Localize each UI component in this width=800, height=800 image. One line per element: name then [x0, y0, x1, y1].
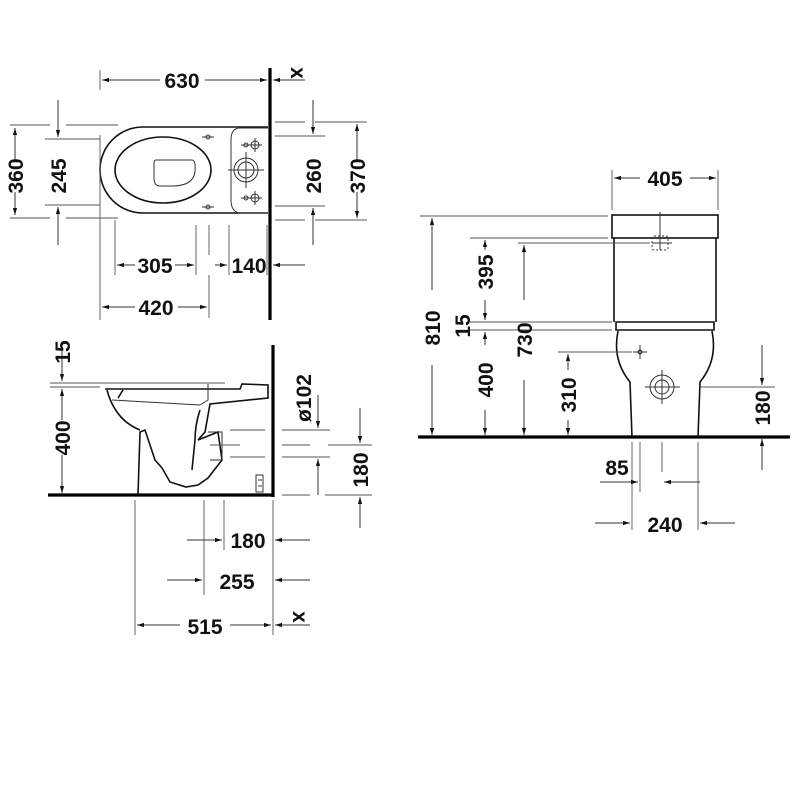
tank-lid	[611, 214, 719, 239]
dim-305: 305	[137, 255, 172, 278]
trap-inner	[191, 409, 201, 471]
dim-370: 370	[347, 158, 370, 193]
front-view: 405 810 395 15 400 730 310 180 85 240	[418, 168, 790, 537]
dim-wall-gap-top: x	[286, 67, 309, 79]
dim-15-side: 15	[52, 340, 75, 364]
dim-515: 515	[187, 616, 222, 639]
dim-395: 395	[475, 254, 498, 289]
outlet-spigot	[208, 431, 223, 461]
seat-opening	[114, 136, 212, 204]
dim-810: 810	[422, 310, 445, 345]
side-view: 15 400 ø102 180 180 255 515 x	[48, 340, 373, 639]
dim-360: 360	[5, 158, 28, 193]
tank-body	[613, 238, 717, 322]
dim-140: 140	[231, 255, 266, 278]
dim-405: 405	[647, 168, 682, 191]
dim-420: 420	[138, 297, 173, 320]
fixing-bracket	[255, 474, 264, 493]
dim-15-front: 15	[452, 314, 475, 338]
dim-180-outlet-height: 180	[350, 452, 373, 487]
bowl-outlet	[153, 159, 196, 187]
dim-180-front: 180	[752, 390, 775, 425]
dim-310: 310	[558, 377, 581, 412]
dim-240: 240	[647, 514, 682, 537]
dim-180-outlet-wall: 180	[230, 530, 265, 553]
seat-edge	[615, 321, 715, 331]
dim-400-side: 400	[52, 420, 75, 455]
top-view: 630 x 360 245 260 370 305 140 420	[5, 67, 370, 320]
dim-85: 85	[605, 457, 629, 480]
dim-245: 245	[48, 158, 71, 193]
dim-400-front: 400	[475, 362, 498, 397]
dim-260: 260	[303, 158, 326, 193]
dim-outlet-diameter: ø102	[293, 374, 316, 422]
dim-wall-gap-side: x	[288, 611, 311, 623]
dim-730: 730	[514, 322, 537, 357]
dim-255: 255	[219, 571, 254, 594]
fixing-marks	[202, 134, 262, 210]
dim-630: 630	[164, 70, 199, 93]
bowl-front	[615, 330, 715, 438]
rim-profile	[106, 389, 141, 431]
